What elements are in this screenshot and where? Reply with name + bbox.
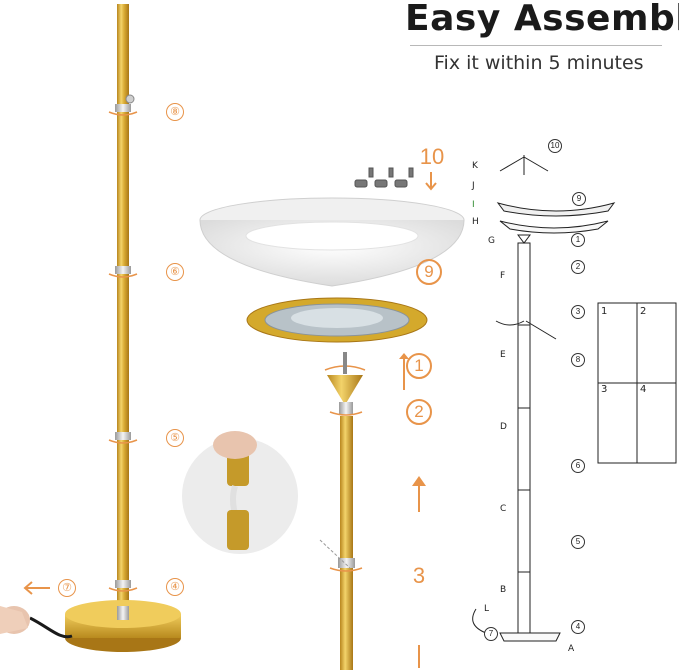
diagram-step-3: 3: [571, 305, 585, 319]
part-b: B: [500, 585, 506, 595]
diagram-step-1: 1: [571, 233, 585, 247]
diagram-step-10: 10: [548, 139, 562, 153]
step-3-marker: 3: [412, 563, 426, 588]
diagram-step-8: 8: [571, 353, 585, 367]
step-7-marker: ⑦: [58, 579, 76, 597]
step-6-marker: ⑥: [166, 263, 184, 281]
part-a: A: [568, 644, 575, 654]
technical-diagram: K J I H G F E D C B A L: [471, 155, 677, 654]
step-1-marker: 1: [406, 353, 432, 379]
step-5-marker: ⑤: [166, 429, 184, 447]
part-c: C: [500, 504, 506, 514]
step-4-marker: ④: [166, 578, 184, 596]
part-g: G: [488, 236, 495, 246]
step-10-marker: 10: [419, 144, 445, 169]
title-divider: [410, 45, 662, 46]
step-9-marker: 9: [416, 259, 442, 285]
diagram-step-4: 4: [571, 620, 585, 634]
diagram-step-2: 2: [571, 260, 585, 274]
left-lamp-illustration: [0, 4, 181, 652]
part-e: E: [500, 350, 506, 360]
part-l: L: [484, 604, 489, 614]
diagram-step-9: 9: [572, 192, 586, 206]
part-k: K: [472, 161, 479, 171]
diagram-step-6: 6: [571, 459, 585, 473]
diagram-step-7: 7: [484, 627, 498, 641]
part-j: J: [471, 181, 475, 191]
inset-panel-2: 2: [640, 306, 647, 317]
screws-icon: [354, 167, 414, 188]
assembly-illustration: [182, 167, 465, 670]
step-8-marker: ⑧: [166, 103, 184, 121]
inset-panel-4: 4: [640, 384, 647, 395]
step-2-marker: 2: [406, 399, 432, 425]
diagram-step-5: 5: [571, 535, 585, 549]
part-f: F: [500, 271, 505, 281]
part-h: H: [472, 217, 479, 227]
inset-panel-3: 3: [601, 384, 608, 395]
part-d: D: [500, 422, 507, 432]
part-i: I: [472, 200, 475, 210]
page-subtitle: Fix it within 5 minutes: [434, 52, 644, 74]
inset-panel-1: 1: [601, 306, 608, 317]
page-title: Easy Assembly: [405, 0, 679, 39]
